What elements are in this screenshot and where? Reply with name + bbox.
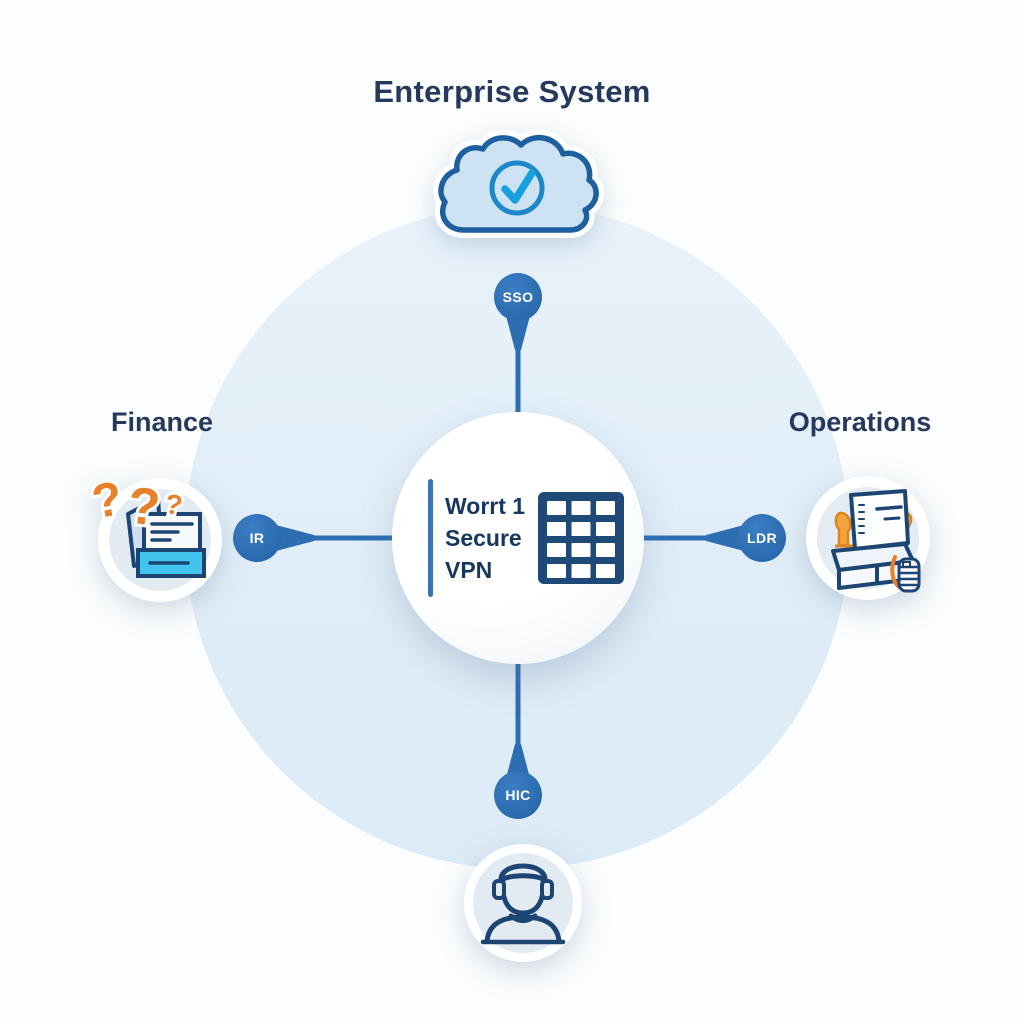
node-hic-label: HIC [505,787,531,803]
finance-label: Finance [110,407,214,437]
hub-accent-bar [428,479,433,597]
question-mark-1: ? [88,472,126,529]
check-mark [501,169,536,204]
cloud-shape [438,134,599,233]
node-ldr-label: LDR [747,530,777,546]
support-agent-icon [464,844,582,962]
cloud-check-icon [433,129,604,238]
operations-label: Operations [788,407,932,437]
finance-documents-icon: ? ? ? [85,469,222,602]
node-ir-label: IR [249,530,265,546]
node-sso-label: SSO [502,289,534,305]
check-ring [489,160,545,216]
node-sso: SSO [494,273,542,321]
diagram-title: Enterprise System [373,74,651,109]
node-ir: IR [233,514,281,562]
grid-icon [538,492,625,584]
hub-title-line3: VPN [445,557,493,584]
hub-title: Worrt 1 Secure VPN [445,490,525,587]
hub-title-line1: Worrt 1 [445,492,526,519]
hub-title-line2: Secure [445,524,522,551]
operations-machine-icon [806,476,930,600]
question-mark-2: ? [125,477,163,538]
central-hub: Worrt 1 Secure VPN [392,412,644,664]
node-hic: HIC [494,771,542,819]
node-ldr: LDR [738,514,786,562]
